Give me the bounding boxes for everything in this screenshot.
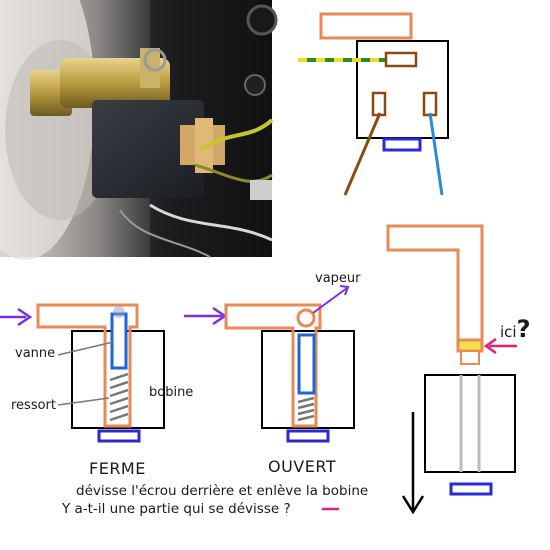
base-plate-ouvert bbox=[286, 429, 330, 443]
spring-ferme bbox=[109, 372, 129, 422]
diagram-ouvert bbox=[184, 285, 355, 443]
label-vanne: vanne bbox=[15, 346, 56, 361]
terminal-right bbox=[422, 91, 438, 117]
base-plate bbox=[382, 137, 422, 152]
brown-wire bbox=[343, 112, 382, 196]
pipe-ouvert bbox=[224, 303, 322, 428]
instruction-line2: Y a-t-il une partie qui se dévisse ? bbox=[62, 501, 291, 517]
instruction-line1: dévisse l'écrou derrière et enlève la bo… bbox=[76, 483, 369, 499]
pipe-ici bbox=[386, 224, 484, 342]
label-bobine: bobine bbox=[149, 385, 194, 400]
base-plate-ici bbox=[449, 482, 493, 496]
nut bbox=[456, 338, 484, 353]
blue-wire bbox=[428, 112, 444, 196]
label-ouvert: OUVERT bbox=[268, 457, 337, 476]
label-ici-mark: ? bbox=[516, 315, 531, 343]
label-ferme: FERME bbox=[89, 459, 146, 478]
label-vapeur: vapeur bbox=[315, 271, 361, 286]
terminal-left bbox=[371, 91, 387, 117]
coil-body-ici bbox=[424, 374, 516, 473]
pipe-top bbox=[319, 12, 413, 40]
spring-ouvert bbox=[297, 396, 315, 422]
label-ici: ici? bbox=[500, 315, 531, 343]
connector-diagram bbox=[298, 12, 449, 196]
pipe-ferme bbox=[36, 303, 139, 428]
ground-terminal bbox=[384, 51, 418, 68]
valve-ouvert bbox=[297, 333, 316, 395]
label-ressort: ressort bbox=[11, 398, 56, 413]
valve-ferme bbox=[110, 312, 128, 370]
diagram-ferme bbox=[0, 303, 165, 443]
diagram-ici bbox=[386, 224, 517, 515]
label-ici-text: ici bbox=[500, 323, 517, 341]
base-plate-ferme bbox=[97, 429, 141, 443]
valve-photo bbox=[0, 0, 278, 260]
